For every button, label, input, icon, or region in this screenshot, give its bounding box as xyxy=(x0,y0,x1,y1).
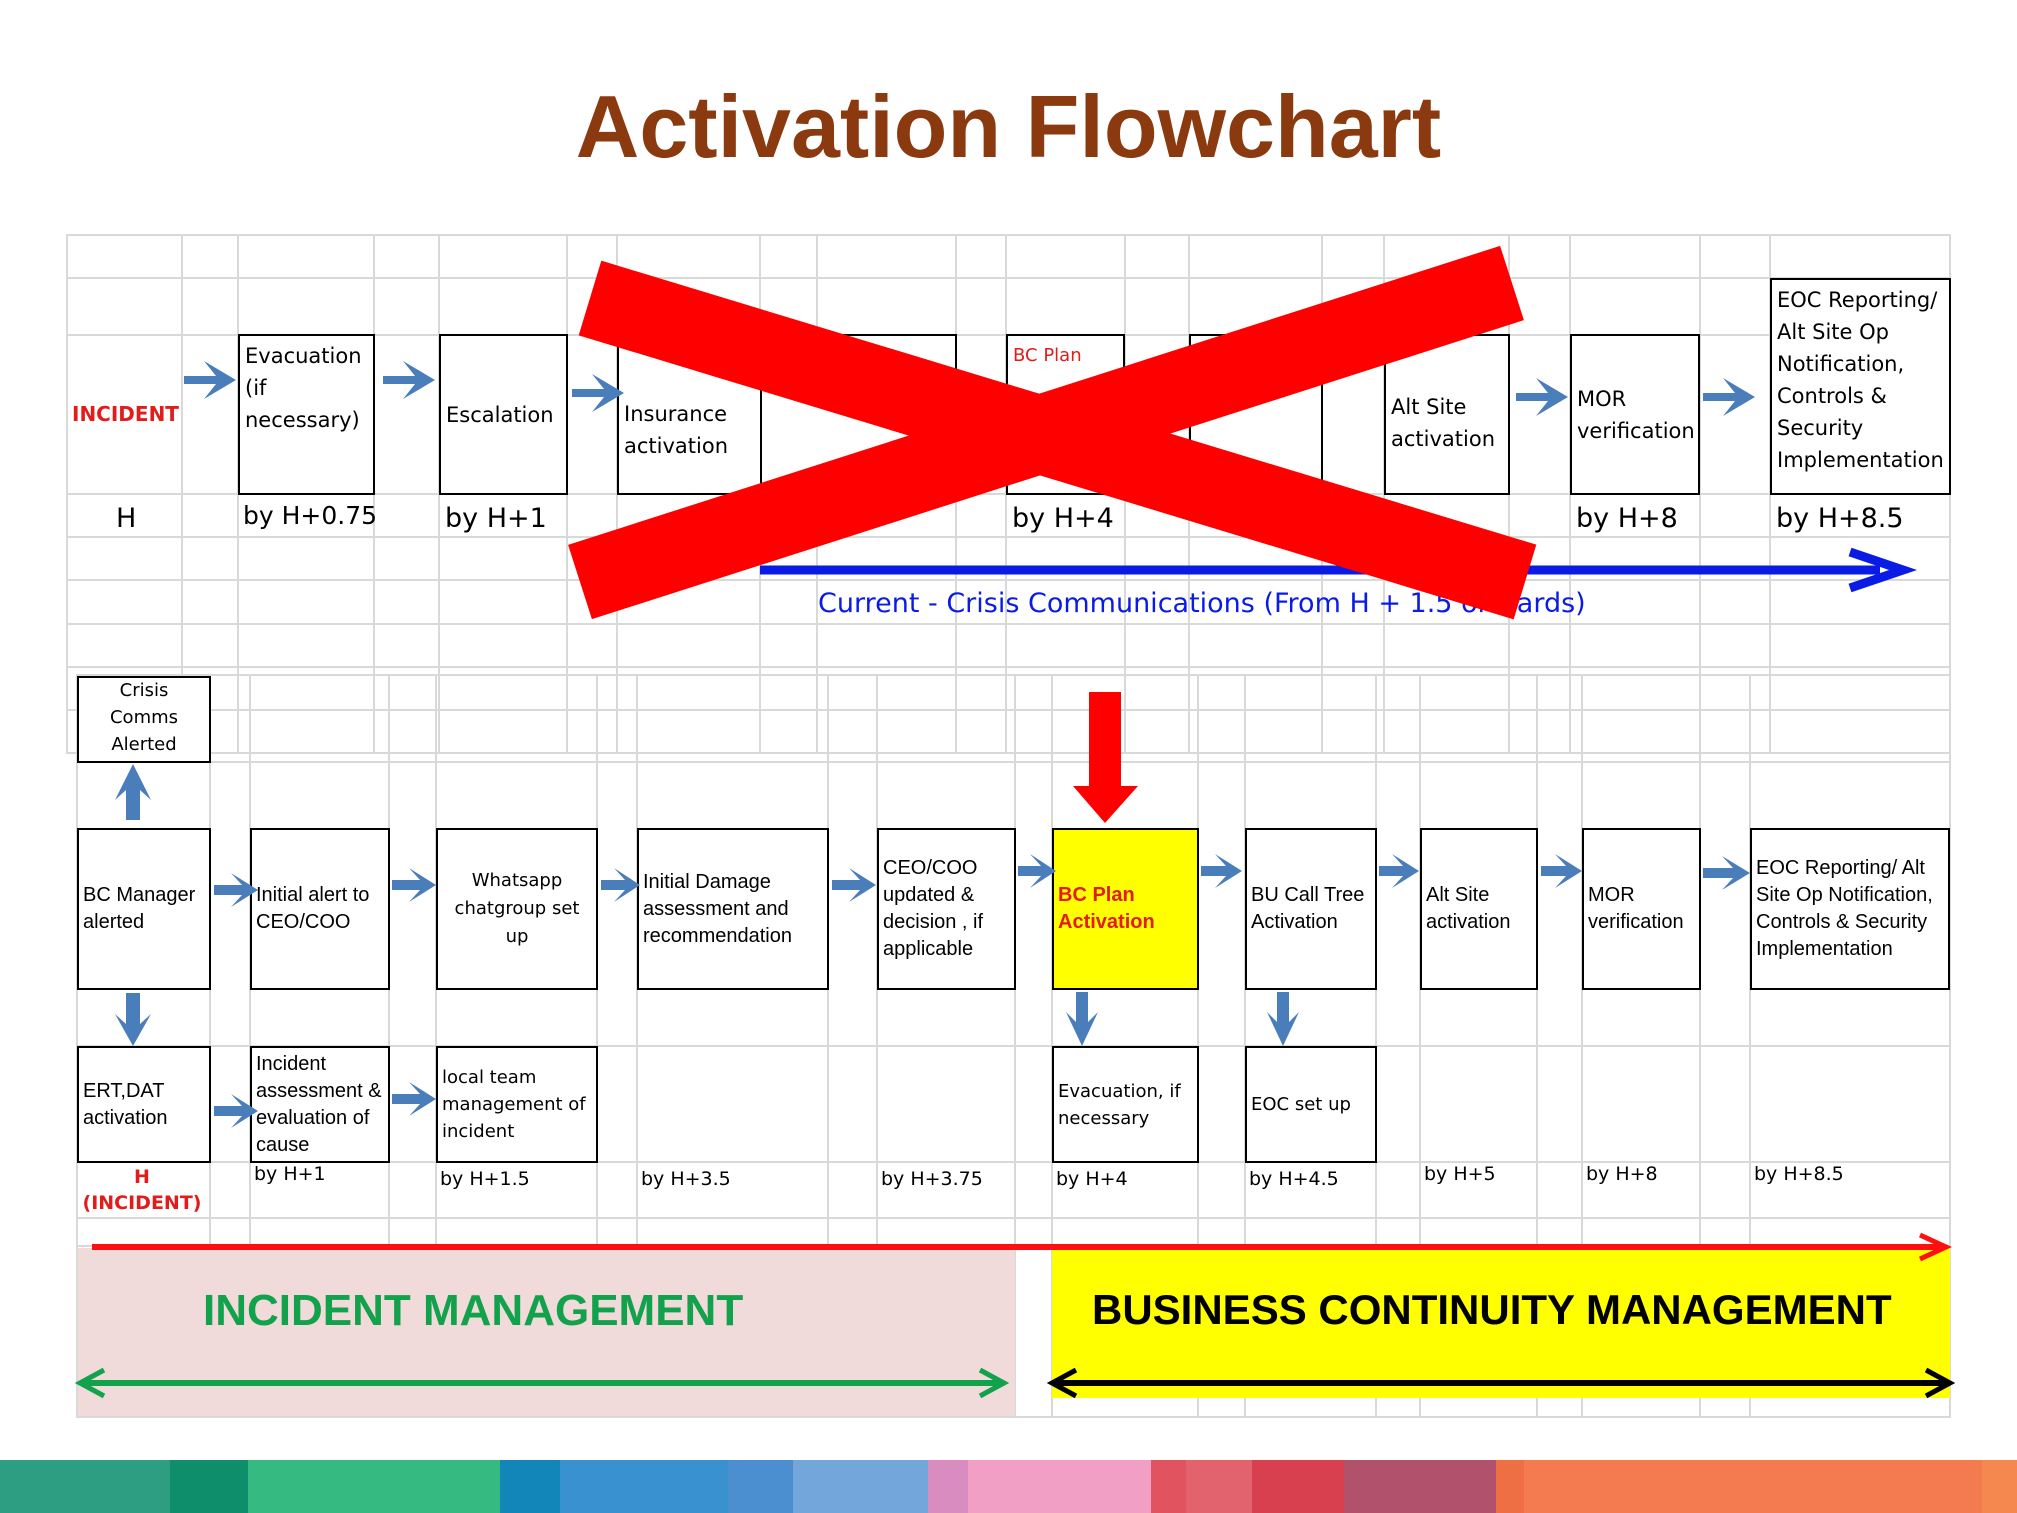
current-step-mor: MOR verification xyxy=(1570,334,1700,495)
step-eoc-set-up: EOC set up xyxy=(1245,1046,1377,1163)
current-time-h: H xyxy=(116,503,137,534)
time-h375: by H+3.75 xyxy=(881,1168,983,1190)
current-step-alt-site: Alt Site activation xyxy=(1384,334,1510,495)
time-h8: by H+8 xyxy=(1586,1163,1658,1185)
step-whatsapp-chatgroup: Whatsapp chatgroup set up xyxy=(436,828,598,990)
incident-management-label: INCIDENT MANAGEMENT xyxy=(203,1286,744,1335)
time-h5: by H+5 xyxy=(1424,1163,1496,1185)
time-h1: by H+1 xyxy=(254,1163,326,1185)
current-time-h85: by H+8.5 xyxy=(1776,503,1904,534)
step-bc-manager-alerted: BC Manager alerted xyxy=(77,828,211,990)
step-eoc-reporting: EOC Reporting/ Alt Site Op Notification,… xyxy=(1750,828,1950,990)
page-title: Activation Flowchart xyxy=(575,77,1442,176)
step-bc-plan-activation: BC Plan Activation xyxy=(1052,828,1199,990)
bcm-label: BUSINESS CONTINUITY MANAGEMENT xyxy=(1092,1286,1892,1333)
current-step-eoc: EOC Reporting/ Alt Site Op Notification,… xyxy=(1770,278,1951,495)
step-ceo-updated: CEO/COO updated & decision , if applicab… xyxy=(877,828,1016,990)
step-alt-site-activation: Alt Site activation xyxy=(1420,828,1538,990)
incident-label: INCIDENT xyxy=(72,402,179,426)
incident-management-phase: INCIDENT MANAGEMENT xyxy=(78,1248,1015,1416)
current-time-h8: by H+8 xyxy=(1576,503,1678,534)
step-local-team-management: local team management of incident xyxy=(436,1046,598,1163)
current-time-h4: by H+4 xyxy=(1012,503,1114,534)
step-mor-verification: MOR verification xyxy=(1582,828,1701,990)
step-initial-alert-ceo: Initial alert to CEO/COO xyxy=(250,828,390,990)
footer-color-band xyxy=(0,1460,2017,1513)
current-step-evacuation: Evacuation (if necessary) xyxy=(238,334,375,495)
step-initial-damage-assessment: Initial Damage assessment and recommenda… xyxy=(637,828,829,990)
time-h35: by H+3.5 xyxy=(641,1168,731,1190)
current-time-h075: by H+0.75 xyxy=(243,501,378,530)
step-ert-dat-activation: ERT,DAT activation xyxy=(77,1046,211,1163)
crisis-comms-alerted-box: Crisis Comms Alerted xyxy=(77,676,211,763)
time-h15: by H+1.5 xyxy=(440,1168,530,1190)
time-h45: by H+4.5 xyxy=(1249,1168,1339,1190)
current-time-h1: by H+1 xyxy=(445,503,547,534)
time-h85: by H+8.5 xyxy=(1754,1163,1844,1185)
time-h-incident: H (INCIDENT) xyxy=(82,1166,202,1214)
bcm-phase: BUSINESS CONTINUITY MANAGEMENT xyxy=(1052,1248,1950,1398)
time-h4: by H+4 xyxy=(1056,1168,1128,1190)
step-evacuation-if-necessary: Evacuation, if necessary xyxy=(1052,1046,1199,1163)
step-bu-call-tree: BU Call Tree Activation xyxy=(1245,828,1377,990)
step-incident-assessment: Incident assessment & evaluation of caus… xyxy=(250,1046,390,1163)
current-step-escalation: Escalation xyxy=(439,334,568,495)
